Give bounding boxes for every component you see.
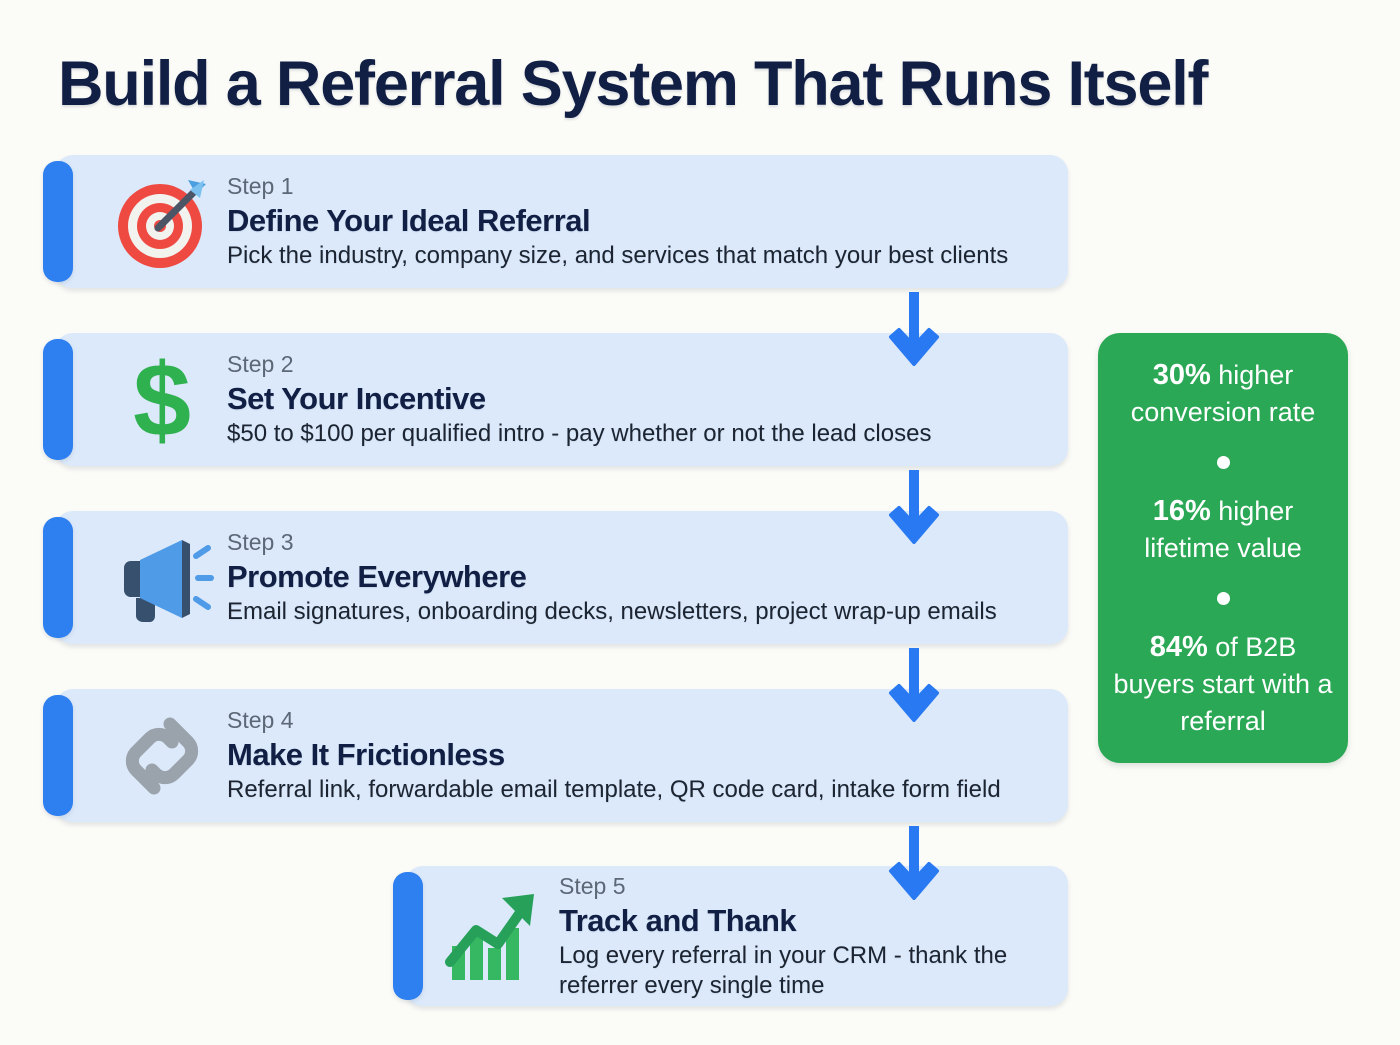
stat-item-2: 16% higher lifetime value	[1112, 493, 1334, 567]
step-card-4[interactable]: Step 4 Make It Frictionless Referral lin…	[43, 689, 1068, 822]
step-text-block: Step 5 Track and Thank Log every referra…	[559, 872, 1068, 1001]
page-title: Build a Referral System That Runs Itself	[58, 49, 1209, 119]
step-card-1[interactable]: Step 1 Define Your Ideal Referral Pick t…	[43, 155, 1068, 288]
step-eyebrow: Step 2	[227, 351, 294, 377]
step-card-2[interactable]: $ Step 2 Set Your Incentive $50 to $100 …	[43, 333, 1068, 466]
step-eyebrow: Step 1	[227, 173, 294, 199]
step-accent-bar	[43, 339, 73, 460]
dollar-sign-icon: $	[103, 348, 221, 452]
step-description: Log every referral in your CRM - thank t…	[559, 941, 1008, 999]
svg-text:$: $	[133, 348, 191, 452]
step-eyebrow: Step 4	[227, 707, 294, 733]
chain-link-icon	[103, 704, 221, 808]
step-eyebrow: Step 5	[559, 872, 626, 899]
step-card-3[interactable]: Step 3 Promote Everywhere Email signatur…	[43, 511, 1068, 644]
step-title: Promote Everywhere	[227, 559, 527, 594]
stat-separator-dot	[1216, 591, 1230, 605]
stat-item-3: 84% of B2B buyers start with a referral	[1112, 629, 1334, 740]
step-card-5[interactable]: Step 5 Track and Thank Log every referra…	[393, 866, 1068, 1006]
stat-value: 30%	[1152, 358, 1211, 391]
stat-item-1: 30% higher conversion rate	[1112, 357, 1334, 431]
step-accent-bar	[43, 695, 73, 816]
arrow-step4-to-step5	[888, 826, 940, 905]
step-accent-bar	[393, 872, 423, 1000]
step-description: Referral link, forwardable email templat…	[227, 776, 1001, 803]
step-text-block: Step 1 Define Your Ideal Referral Pick t…	[227, 172, 1068, 271]
arrow-step3-to-step4	[888, 648, 940, 727]
megaphone-icon	[103, 526, 221, 630]
stat-separator-dot	[1216, 455, 1230, 469]
arrow-step2-to-step3	[888, 470, 940, 549]
stat-label: higher conversion rate	[1130, 359, 1316, 427]
step-title: Track and Thank	[559, 902, 797, 938]
step-text-block: Step 4 Make It Frictionless Referral lin…	[227, 706, 1068, 805]
stat-label: higher lifetime value	[1144, 495, 1302, 563]
stat-value: 84%	[1149, 630, 1208, 663]
arrow-step1-to-step2	[888, 292, 940, 371]
step-title: Make It Frictionless	[227, 737, 505, 772]
upward-bar-chart-icon	[435, 884, 553, 988]
step-text-block: Step 3 Promote Everywhere Email signatur…	[227, 528, 1068, 627]
step-title: Set Your Incentive	[227, 381, 486, 416]
step-accent-bar	[43, 517, 73, 638]
step-description: $50 to $100 per qualified intro - pay wh…	[227, 420, 932, 447]
step-title: Define Your Ideal Referral	[227, 203, 591, 238]
step-accent-bar	[43, 161, 73, 282]
stat-label: of B2B buyers start with a referral	[1113, 631, 1333, 736]
stat-value: 16%	[1152, 494, 1211, 527]
step-description: Email signatures, onboarding decks, news…	[227, 598, 997, 625]
step-eyebrow: Step 3	[227, 529, 294, 555]
dartboard-target-icon	[103, 170, 221, 274]
stats-panel: 30% higher conversion rate 16% higher li…	[1098, 333, 1348, 763]
step-description: Pick the industry, company size, and ser…	[227, 242, 1009, 269]
step-text-block: Step 2 Set Your Incentive $50 to $100 pe…	[227, 350, 1068, 449]
